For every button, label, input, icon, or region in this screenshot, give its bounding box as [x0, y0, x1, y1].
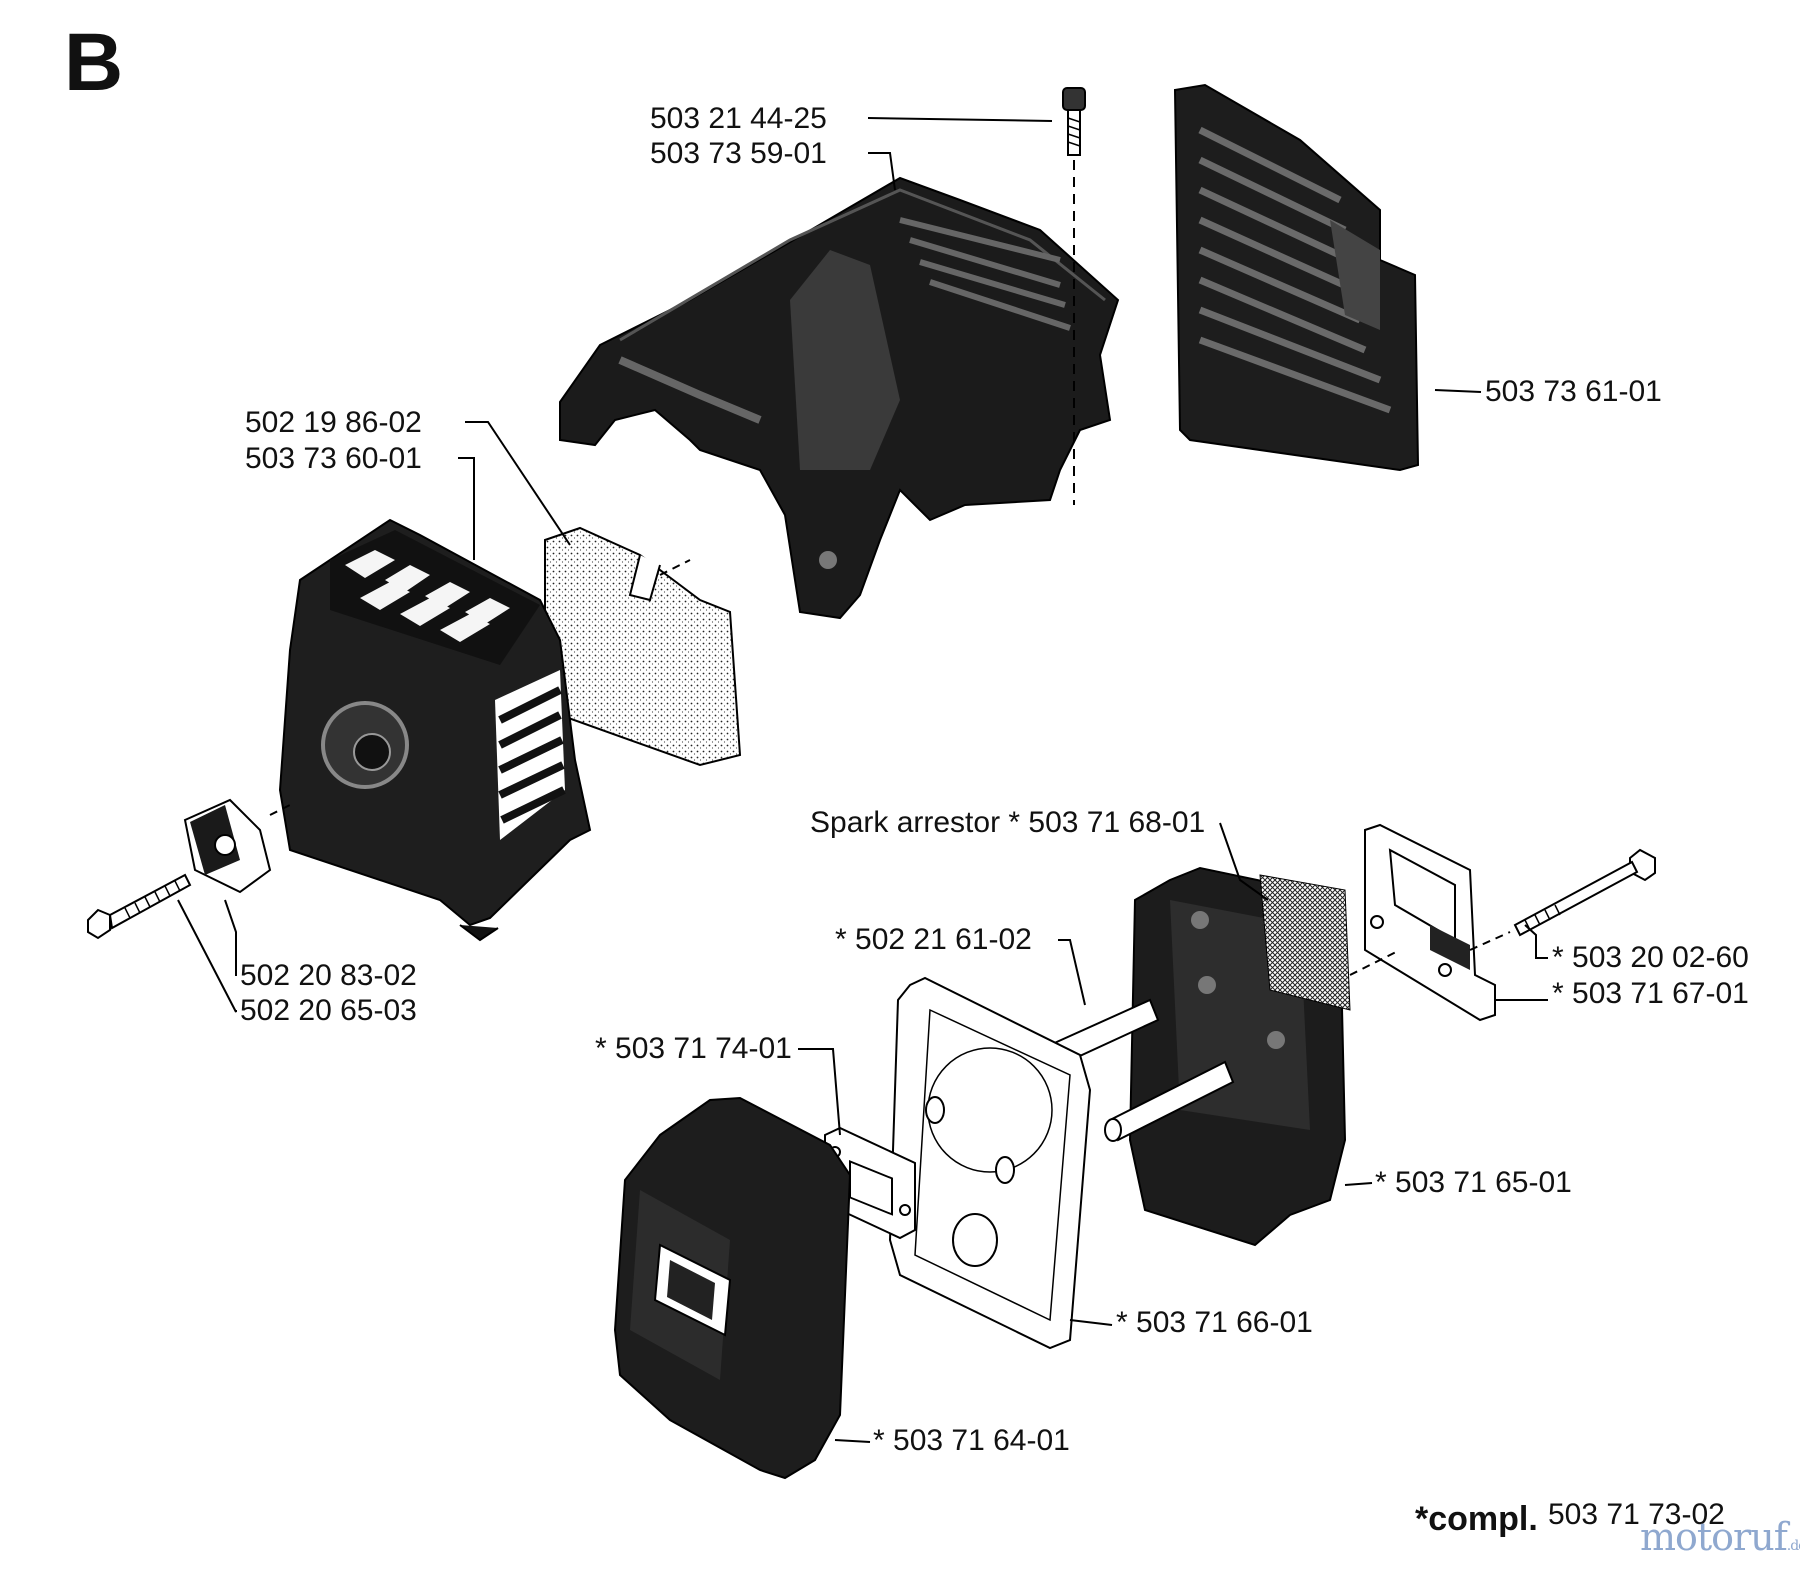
air-filter-element: [544, 526, 742, 767]
part-label-503-71-66-01: * 503 71 66-01: [1116, 1306, 1313, 1339]
cylinder-cover: [559, 176, 1120, 620]
watermark-logo: motoruf.de: [1640, 1518, 1800, 1556]
part-label-502-21-61-02: * 502 21 61-02: [835, 923, 1032, 956]
bolt-502-20-65-03: [87, 873, 192, 940]
part-label-spark-arrestor: Spark arrestor * 503 71 68-01: [810, 806, 1206, 839]
compl-part-number: 503 71 73-02: [1548, 1498, 1725, 1531]
part-label-503-71-67-01: * 503 71 67-01: [1552, 977, 1749, 1010]
part-label-502-19-86-02: 502 19 86-02: [245, 406, 422, 439]
knob-502-20-83-02: [183, 798, 291, 894]
air-filter-cover: [278, 518, 592, 942]
part-label-503-71-65-01: * 503 71 65-01: [1375, 1166, 1572, 1199]
section-letter: B: [64, 17, 124, 108]
part-label-502-20-65-03: 502 20 65-03: [240, 994, 417, 1027]
watermark-suffix: .de: [1786, 1538, 1800, 1554]
part-label-503-21-44-25: 503 21 44-25: [650, 102, 827, 135]
screw-503-21-44-25: [1062, 87, 1086, 505]
screw-503-20-02-60: [1469, 848, 1656, 951]
part-label-503-20-02-60: * 503 20 02-60: [1552, 941, 1749, 974]
part-label-503-71-64-01: * 503 71 64-01: [873, 1424, 1070, 1457]
rear-grille-panel: [1173, 83, 1420, 472]
part-label-503-73-59-01: 503 73 59-01: [650, 137, 827, 170]
part-label-503-73-60-01: 503 73 60-01: [245, 442, 422, 475]
part-label-503-73-61-01: 503 73 61-01: [1485, 375, 1662, 408]
part-label-502-20-83-02: 502 20 83-02: [240, 959, 417, 992]
compl-label: *compl.: [1415, 1500, 1538, 1538]
muffler-body: [1128, 866, 1351, 1247]
muffler-front-cover: [613, 1096, 852, 1480]
leader-lines: [177, 117, 1548, 1443]
heat-shield-plate: [888, 976, 1092, 1350]
part-label-503-71-74-01: * 503 71 74-01: [595, 1032, 792, 1065]
watermark-text: motoruf: [1640, 1515, 1788, 1559]
spark-arrestor-plate: [1349, 823, 1496, 1022]
